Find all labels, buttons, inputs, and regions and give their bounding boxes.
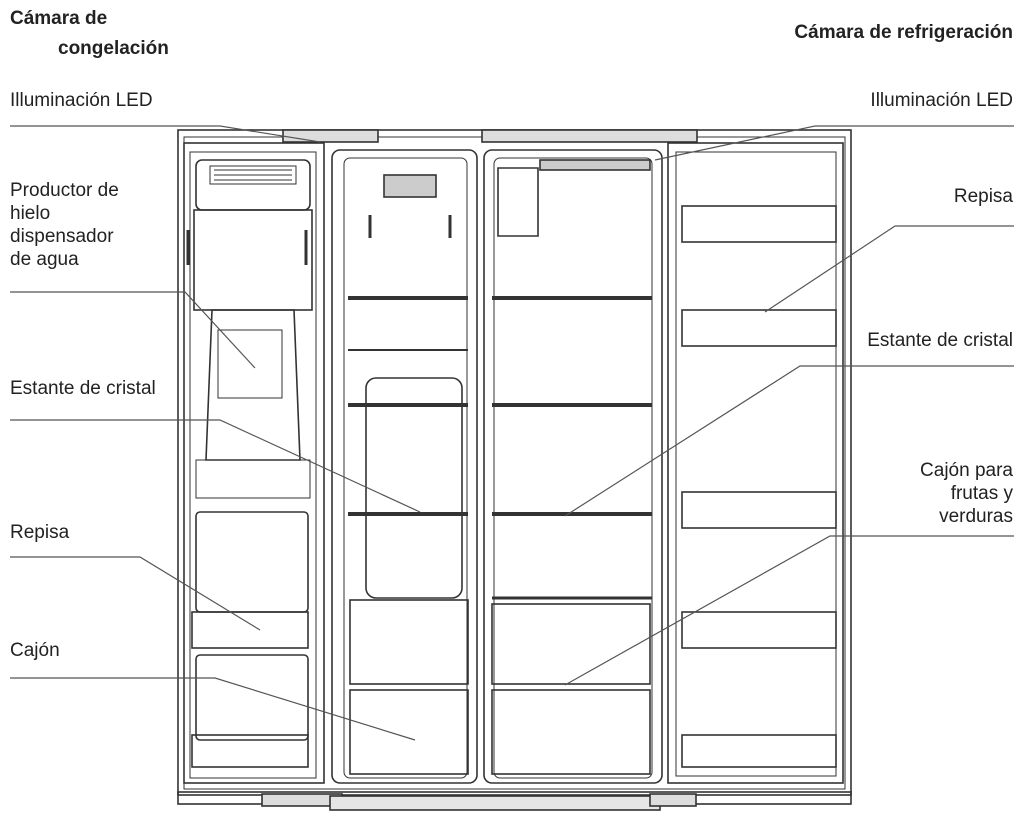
fridge-title: Cámara de refrigeración bbox=[794, 22, 1013, 43]
leader-crisper bbox=[564, 535, 1014, 686]
leader-led-left bbox=[10, 125, 321, 143]
fridge-door-shelf-5 bbox=[681, 734, 837, 768]
fridge-door bbox=[667, 142, 844, 784]
label-door-shelf-left: Repisa bbox=[10, 522, 70, 543]
leader-glass-shelf-left bbox=[10, 419, 421, 513]
freezer-bottom-drawer-1 bbox=[349, 599, 469, 685]
freezer-door-shelf bbox=[191, 611, 309, 649]
fridge-led-light bbox=[539, 159, 651, 171]
freezer-door bbox=[183, 142, 325, 784]
ice-maker-unit bbox=[195, 159, 311, 211]
leader-door-shelf-left bbox=[10, 556, 261, 631]
label-glass-shelf-right: Estante de cristal bbox=[867, 330, 1013, 351]
fridge-door-shelf-4 bbox=[681, 611, 837, 649]
top-hinge-left bbox=[282, 129, 379, 143]
fridge-door-shelf-2 bbox=[681, 309, 837, 347]
water-dispenser bbox=[205, 309, 301, 461]
label-ice-maker-line4: de agua bbox=[10, 249, 79, 270]
fridge-door-shelf-1 bbox=[681, 205, 837, 243]
leader-drawer bbox=[10, 677, 416, 741]
fridge-crisper-drawer-2 bbox=[491, 689, 651, 775]
label-ice-maker-line3: dispensador bbox=[10, 226, 114, 247]
freezer-title-line1: Cámara de bbox=[10, 8, 108, 29]
freezer-drawer bbox=[191, 734, 309, 768]
fridge-compartment bbox=[483, 149, 663, 784]
top-hinge-right bbox=[481, 129, 698, 143]
label-glass-shelf-left: Estante de cristal bbox=[10, 378, 156, 399]
label-ice-maker-line1: Productor de bbox=[10, 180, 119, 201]
label-crisper-line2: frutas y bbox=[950, 483, 1013, 504]
leader-door-shelf-right bbox=[764, 225, 1014, 313]
leader-led-right bbox=[654, 125, 1014, 161]
leader-ice-maker bbox=[10, 291, 256, 369]
label-led-right: Illuminación LED bbox=[870, 90, 1013, 111]
freezer-bottom-drawer-2 bbox=[349, 689, 469, 775]
freezer-led-light bbox=[383, 174, 437, 198]
base-grille bbox=[329, 795, 661, 811]
label-door-shelf-right: Repisa bbox=[953, 186, 1013, 207]
label-led-left: Illuminación LED bbox=[10, 90, 153, 111]
freezer-compartment bbox=[331, 149, 478, 784]
leader-lines bbox=[10, 125, 1014, 741]
label-drawer: Cajón bbox=[10, 640, 60, 661]
leader-glass-shelf-right bbox=[564, 365, 1014, 517]
fridge-crisper-drawer-1 bbox=[491, 603, 651, 685]
label-crisper-line1: Cajón para bbox=[920, 460, 1013, 481]
cabinet-outline bbox=[177, 129, 852, 796]
freezer-title-line2: congelación bbox=[58, 38, 169, 59]
label-ice-maker-line2: hielo bbox=[10, 203, 51, 224]
label-crisper-line3: verduras bbox=[939, 506, 1013, 527]
freezer-ice-bin bbox=[365, 377, 463, 599]
fridge-door-shelf-3 bbox=[681, 491, 837, 529]
